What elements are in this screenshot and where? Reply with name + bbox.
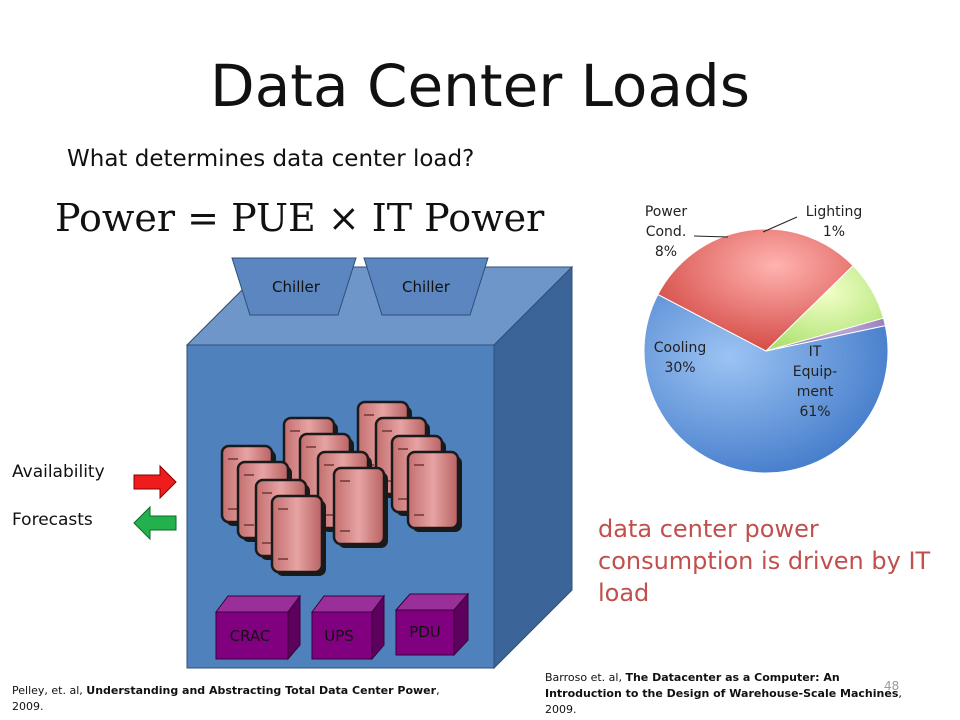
pie-label-3: Lighting 1% [806,204,863,240]
server-rack [332,466,388,548]
ref-right-title: The Datacenter as a Computer: An Introdu… [545,671,899,700]
pie-slice-0 [643,293,889,474]
chiller-2-label: Chiller [402,278,451,296]
server-rack [406,450,462,532]
pie-label-line: 61% [799,404,830,420]
ref-right-year: , 2009. [545,687,902,716]
availability-arrow [133,464,177,500]
pdu-label: PDU [409,623,441,641]
pie-label-line: 1% [823,224,845,240]
conclusion-text: data center power consumption is driven … [598,515,931,607]
chiller-1: Chiller [231,257,357,316]
server-racks [220,400,462,576]
question-text: What determines data center load? [67,146,475,172]
slide-title: Data Center Loads [210,52,750,120]
pie-label-line: Cond. [646,224,687,240]
chiller-2: Chiller [363,257,489,316]
pie-label-line: 30% [664,360,695,376]
pie-label-line: 8% [655,244,677,260]
reference-right: Barroso et. al, The Datacenter as a Comp… [545,670,905,718]
pie-slice-3 [765,317,886,352]
forecasts-arrow [133,505,177,541]
ups-label: UPS [324,627,354,645]
availability-label: Availability [12,462,105,482]
crac-unit: CRAC [215,594,301,661]
pie-label-0: IT Equip-ment 61% [793,344,837,420]
leader-line-power-cond [693,235,729,238]
ups-unit: UPS [311,594,385,661]
leader-line-lighting [762,216,798,233]
slide-number: 48 [884,679,900,693]
ref-left-year: , 2009. [12,684,440,713]
chiller-1-label: Chiller [272,278,321,296]
ref-left-authors: Pelley, et. al, [12,684,87,697]
pie-label-line: IT [809,344,822,360]
crac-label: CRAC [230,627,271,645]
pie-label-1: Cooling 30% [654,340,706,376]
ref-right-authors: Barroso et. al, [545,671,626,684]
ref-left-title: Understanding and Abstracting Total Data… [86,684,437,697]
reference-left: Pelley, et. al, Understanding and Abstra… [12,683,442,715]
power-formula: Power = PUE × IT Power [55,196,545,240]
pie-label-line: ment [797,384,834,400]
pie-slice-1 [657,228,854,352]
pie-label-line: Lighting [806,204,863,220]
pie-label-line: Power [645,204,688,220]
pdu-unit: PDU [394,592,470,657]
pie-label-line: Cooling [654,340,706,356]
forecasts-label: Forecasts [12,510,93,530]
pie-label-line: Equip- [793,364,837,380]
server-rack [270,494,326,576]
